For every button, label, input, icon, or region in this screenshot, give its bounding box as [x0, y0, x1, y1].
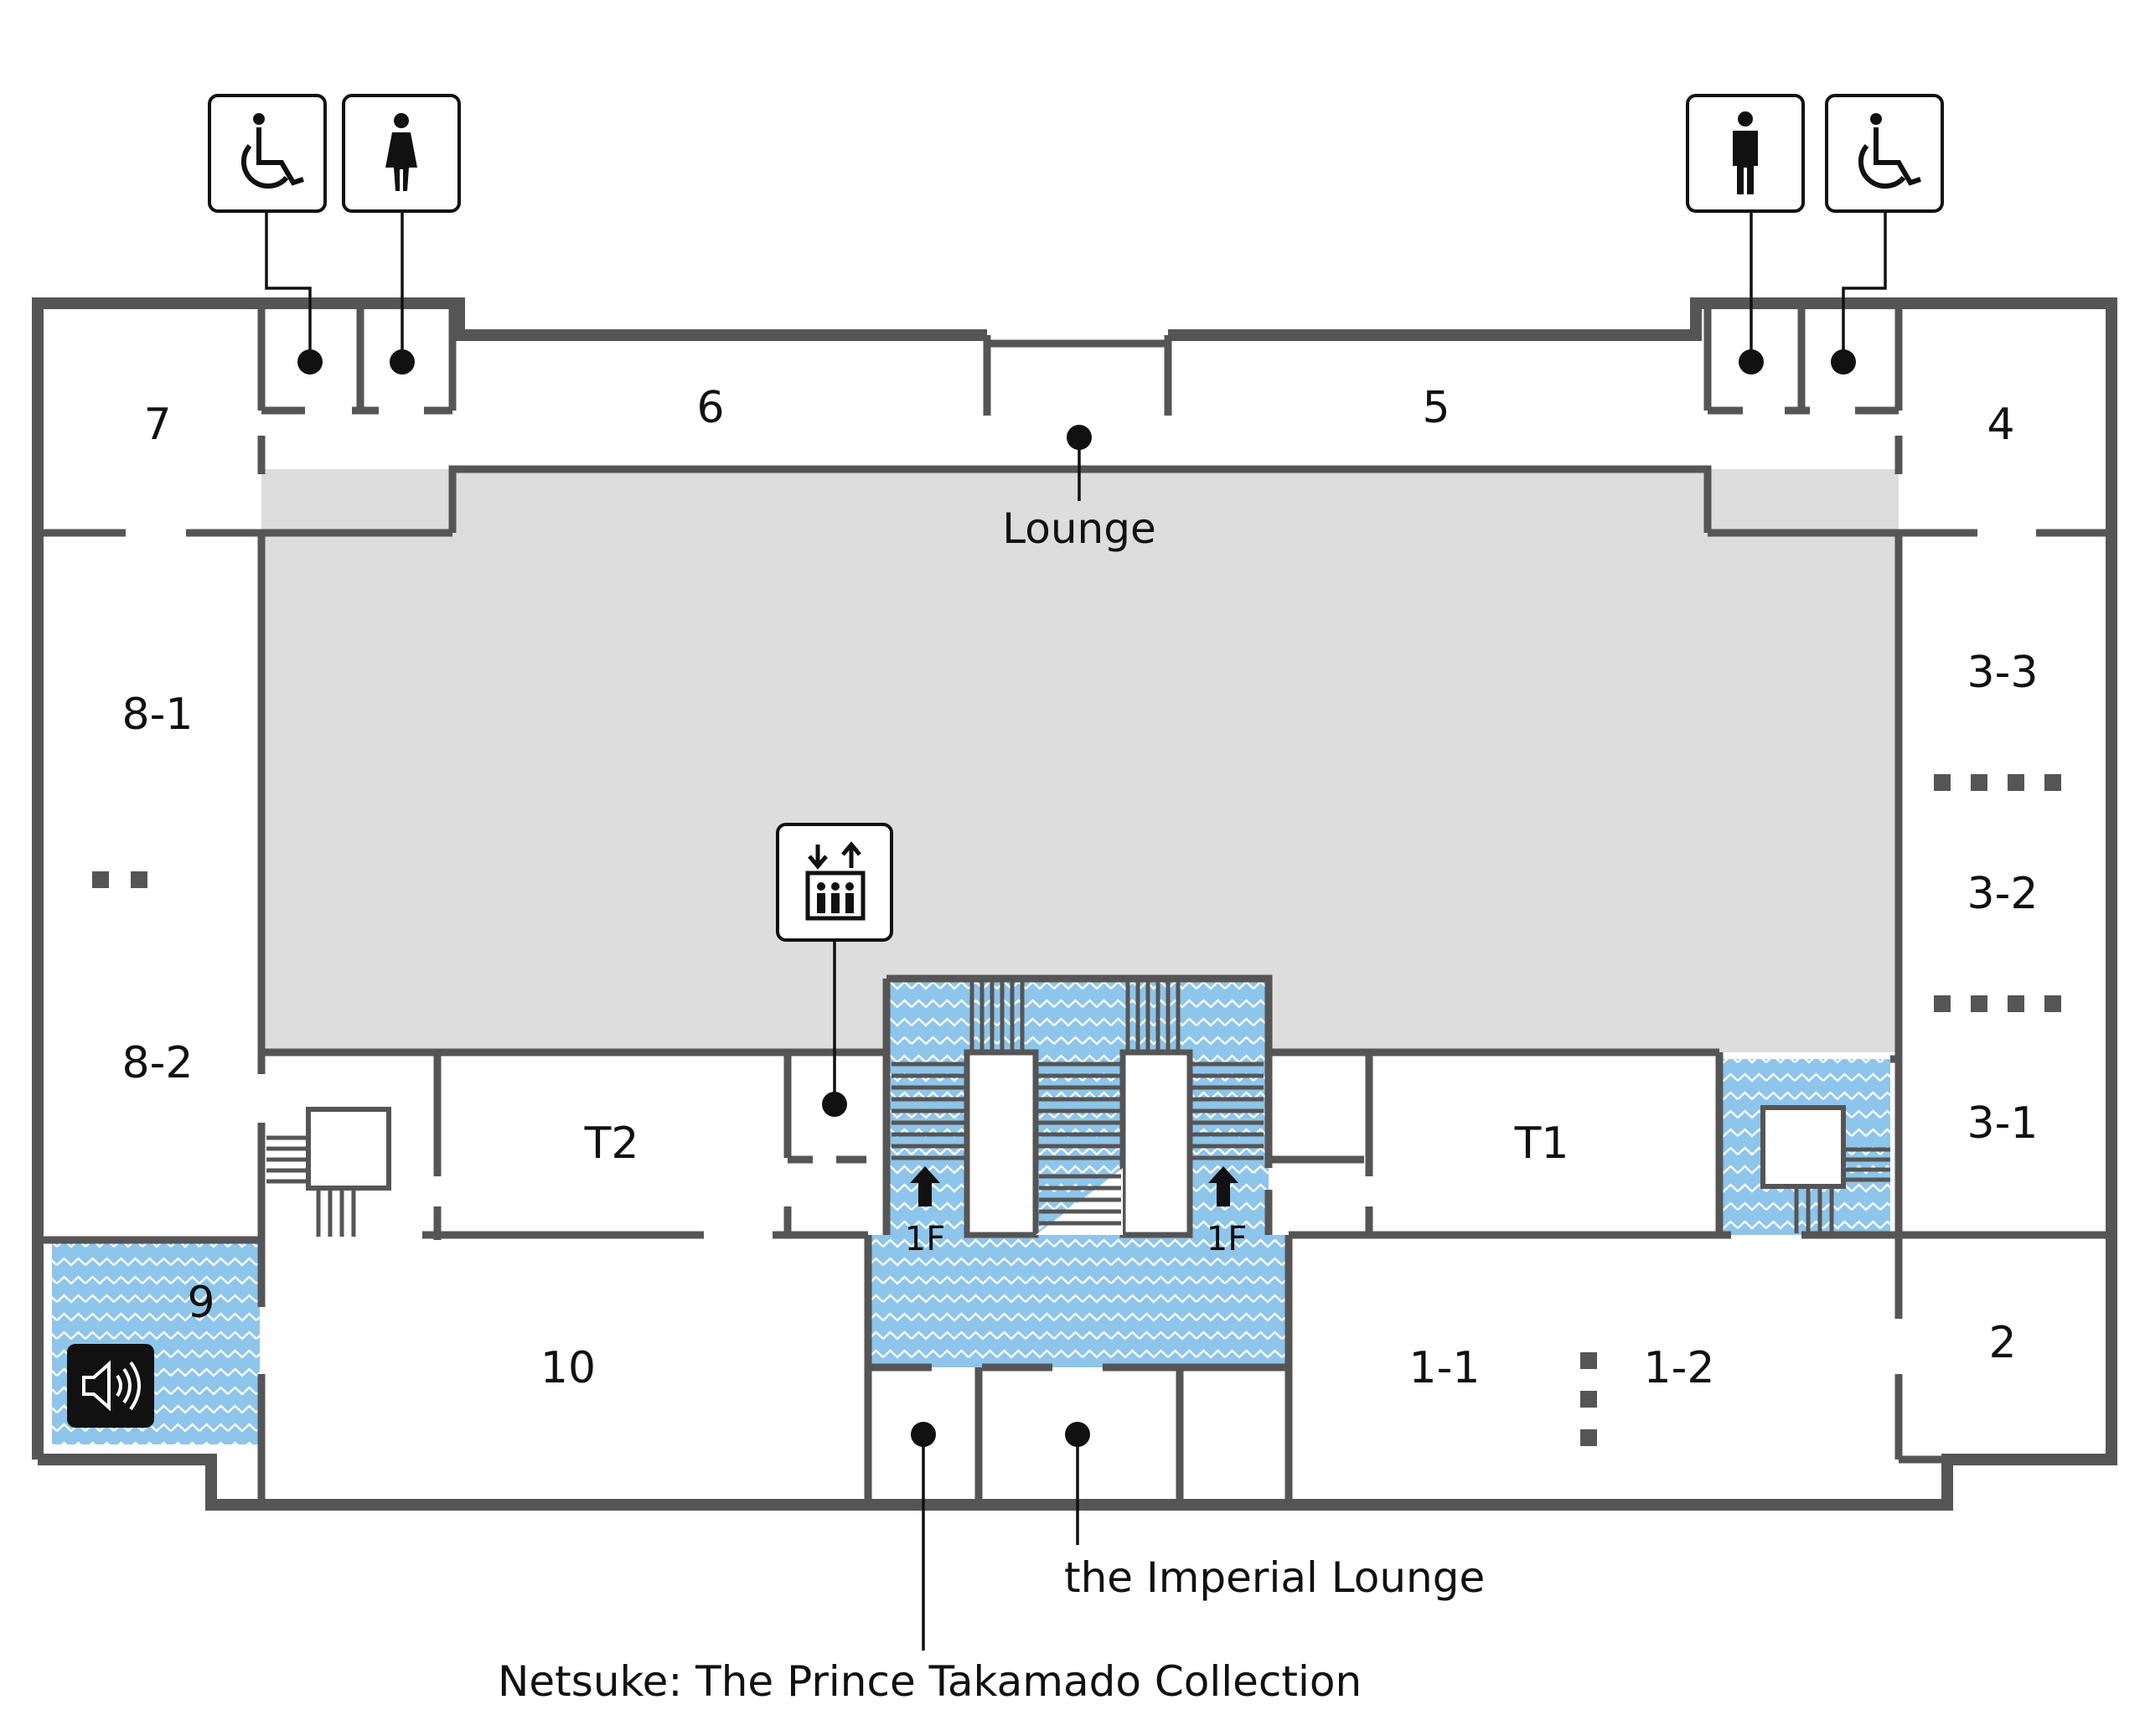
room-label-7: 7	[143, 400, 171, 450]
wheelchair-accessible-toilet-icon	[208, 94, 327, 213]
room-label-1-2: 1-2	[1644, 1343, 1715, 1393]
room-label-T2: T2	[584, 1119, 639, 1169]
room-label-3-2: 3-2	[1967, 869, 2039, 919]
imperial-lounge-label: the Imperial Lounge	[1064, 1553, 1485, 1602]
room-label-2: 2	[1988, 1318, 2016, 1368]
room-label-4: 4	[1987, 400, 2014, 450]
floor-marker-right: 1F	[1207, 1220, 1247, 1258]
accessible-areas	[52, 979, 1890, 1444]
lounge-label: Lounge	[1002, 504, 1155, 553]
netsuke-collection-label: Netsuke: The Prince Takamado Collection	[498, 1657, 1362, 1706]
room-label-3-3: 3-3	[1967, 648, 2039, 698]
inner-walls	[32, 303, 2111, 1505]
room-label-T1: T1	[1514, 1119, 1569, 1169]
floor-marker-left: 1F	[905, 1220, 945, 1258]
room-label-10: 10	[540, 1343, 596, 1393]
room-label-9: 9	[187, 1278, 214, 1328]
room-label-6: 6	[696, 383, 724, 433]
room-label-8-1: 8-1	[122, 690, 194, 740]
stairs	[266, 982, 1890, 1238]
room-label-5: 5	[1422, 383, 1450, 433]
central-courtyard	[261, 469, 1899, 1052]
dashed-separators	[92, 774, 2061, 1446]
audio-guide-speaker-icon	[67, 1344, 154, 1428]
wheelchair-accessible-toilet-icon	[1825, 94, 1944, 213]
room-label-3-1: 3-1	[1967, 1098, 2039, 1149]
up-arrow-icon	[910, 1166, 940, 1206]
room-labels: 7 6 5 4 8-1 8-2 3-3 3-2 3-1 T2 T1 9 10 1…	[122, 383, 2039, 1393]
callout-markers	[265, 211, 1887, 1651]
room-label-8-2: 8-2	[122, 1038, 194, 1088]
elevator-icon	[776, 823, 893, 942]
room-label-1-1: 1-1	[1409, 1343, 1481, 1393]
womens-toilet-icon	[342, 94, 461, 213]
mens-toilet-icon	[1686, 94, 1805, 213]
up-arrow-icon	[1208, 1166, 1238, 1206]
